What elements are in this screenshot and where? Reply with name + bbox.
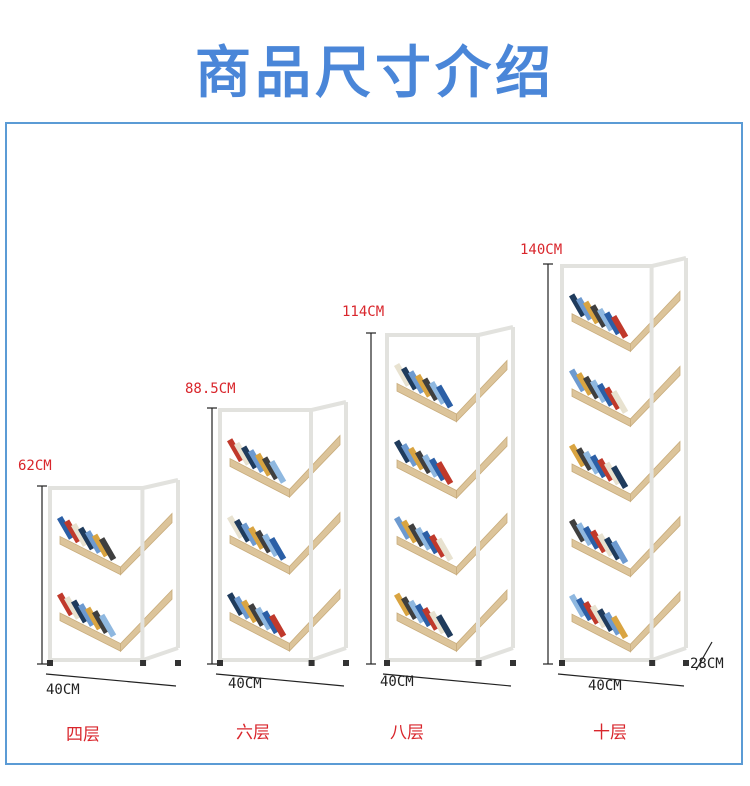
height-label-8-tier: 114CM — [342, 304, 385, 320]
width-label-4-tier: 40CM — [46, 682, 80, 698]
tier-label-6-tier: 六层 — [236, 723, 270, 743]
content-frame — [5, 122, 743, 765]
tier-label-8-tier: 八层 — [390, 723, 424, 743]
bookshelf-10-tier — [543, 256, 689, 687]
bookshelf-6-tier — [207, 400, 349, 687]
width-label-8-tier: 40CM — [380, 674, 414, 690]
tier-label-4-tier: 四层 — [66, 725, 100, 745]
width-label-10-tier: 40CM — [588, 678, 622, 694]
tier-label-10-tier: 十层 — [593, 723, 627, 743]
width-label-6-tier: 40CM — [228, 676, 262, 692]
bookshelf-4-tier — [37, 478, 181, 687]
depth-label-10-tier: 28CM — [690, 656, 724, 672]
height-label-10-tier: 140CM — [520, 242, 563, 258]
bookshelf-8-tier — [366, 325, 516, 687]
height-label-4-tier: 62CM — [18, 458, 52, 474]
height-label-6-tier: 88.5CM — [185, 381, 236, 397]
page-title: 商品尺寸介绍 — [195, 41, 555, 106]
